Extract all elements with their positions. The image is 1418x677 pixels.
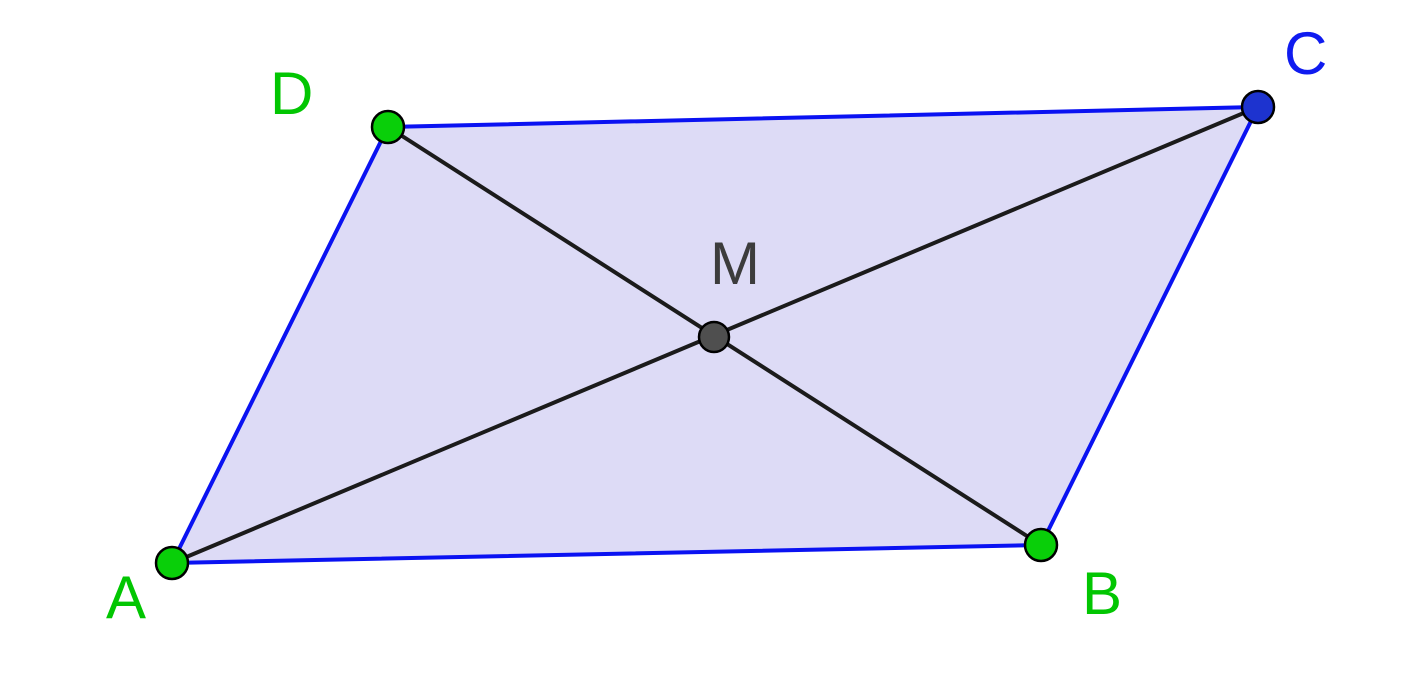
label-B: B	[1082, 560, 1122, 627]
point-D[interactable]	[370, 109, 406, 145]
point-A[interactable]	[154, 545, 190, 581]
point-C[interactable]	[1240, 89, 1276, 125]
label-M: M	[710, 230, 760, 297]
point-B[interactable]	[1023, 527, 1059, 563]
point-M[interactable]	[697, 320, 731, 354]
label-C: C	[1284, 20, 1327, 87]
label-D: D	[270, 60, 313, 127]
label-A: A	[106, 564, 146, 631]
